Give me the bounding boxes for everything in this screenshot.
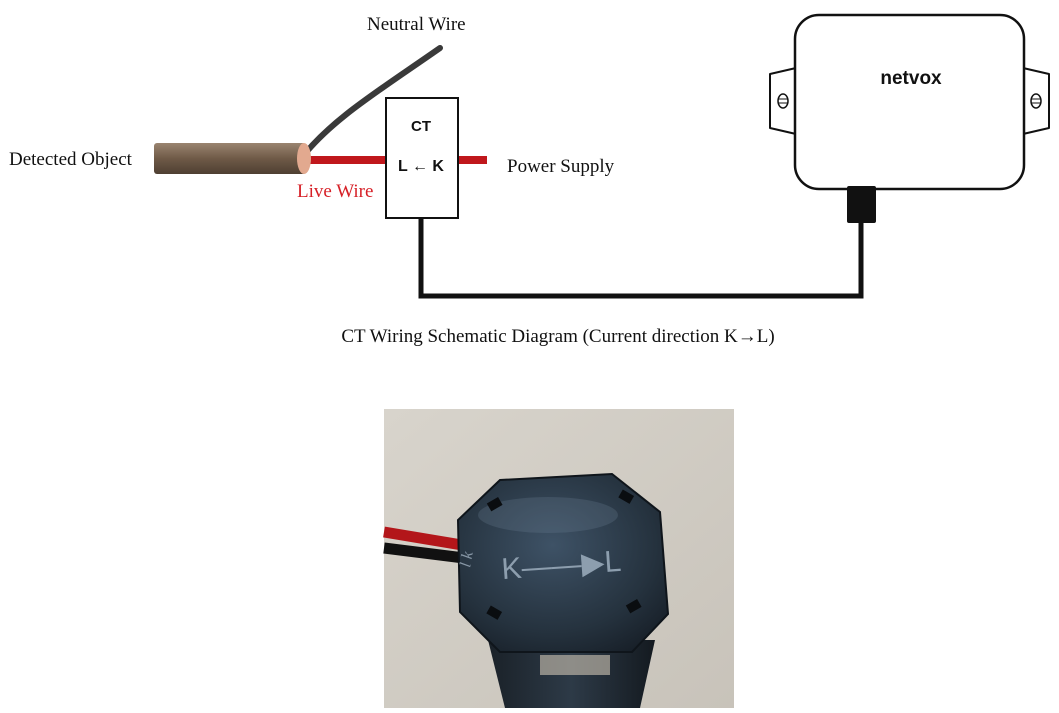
neutral-wire-label: Neutral Wire	[367, 14, 466, 35]
live-wire-label: Live Wire	[297, 181, 373, 202]
photo-side-marks: l k	[457, 550, 477, 569]
diagram-caption: CT Wiring Schematic Diagram (Current dir…	[341, 326, 774, 347]
detected-object-cable	[154, 143, 311, 174]
screw-icon	[1030, 93, 1042, 109]
ct-signal-cable	[418, 218, 864, 299]
netvox-device	[769, 13, 1050, 223]
ct-sensor-photo	[383, 409, 734, 708]
neutral-wire	[297, 45, 443, 163]
ct-direction-label: L ← K	[398, 158, 444, 175]
power-supply-label: Power Supply	[507, 156, 615, 177]
detected-object-label: Detected Object	[9, 149, 133, 170]
screw-icon	[777, 93, 789, 109]
device-brand-logo: netvox	[880, 68, 942, 89]
ct-title: CT	[411, 118, 431, 135]
ct-sensor-box	[385, 97, 459, 219]
